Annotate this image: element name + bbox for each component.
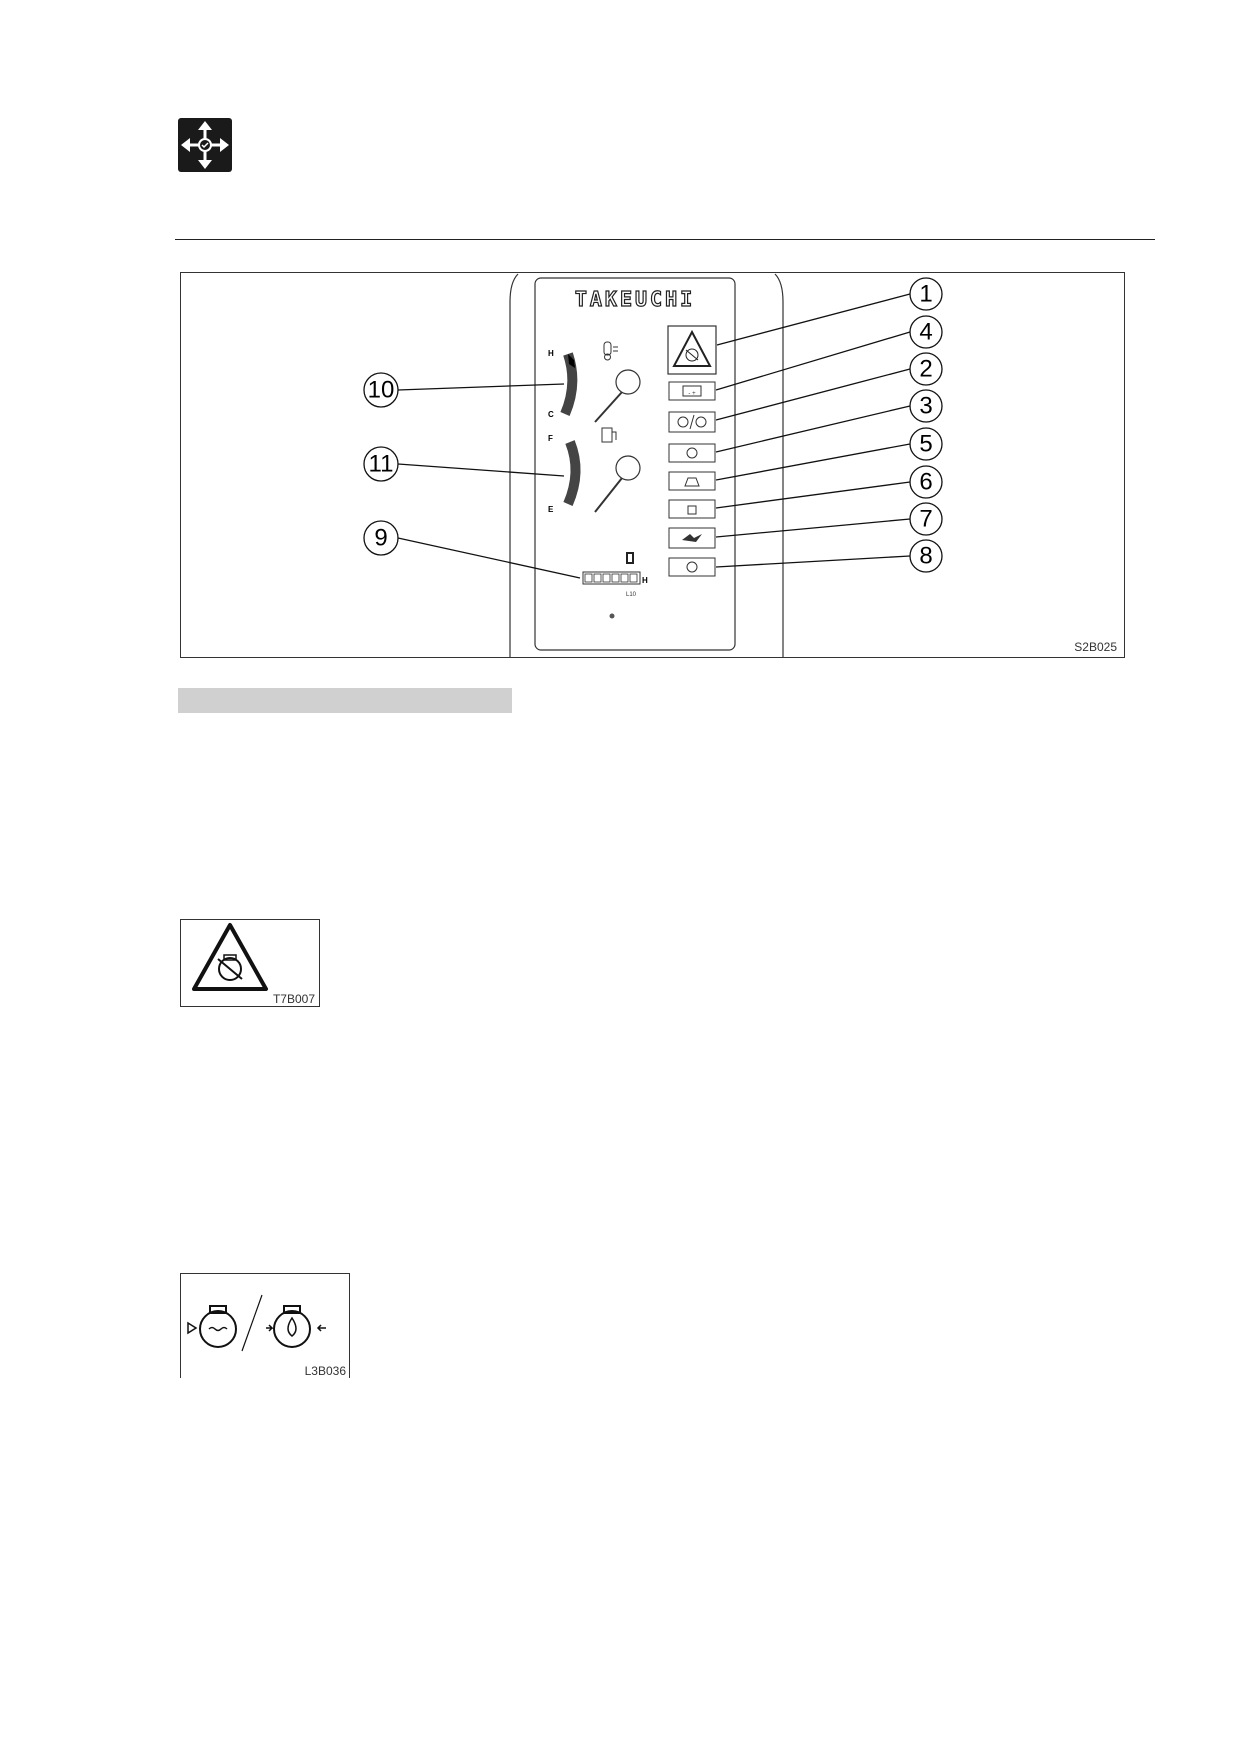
callout-1: 1 — [919, 281, 932, 308]
figure-code-warning: T7B007 — [273, 992, 315, 1006]
warning-lamp-column: - + — [667, 325, 717, 577]
warning-symbol-figure: T7B007 — [180, 919, 320, 1007]
left-callouts — [363, 372, 581, 579]
callout-5: 5 — [919, 431, 932, 458]
fuel-gauge-e-label: E — [548, 505, 554, 514]
figure-code-main: S2B025 — [1074, 640, 1117, 654]
callout-2: 2 — [919, 356, 932, 383]
hour-meter-code: L10 — [626, 592, 637, 598]
thermometer-icon — [603, 341, 618, 361]
header-rule — [175, 239, 1155, 240]
engine-symbol-figure: L3B036 — [180, 1273, 350, 1378]
figure-code-engine: L3B036 — [305, 1364, 347, 1378]
callout-8: 8 — [919, 543, 932, 570]
fuel-gauge-f-label: F — [548, 434, 553, 443]
callout-4: 4 — [919, 319, 932, 346]
callout-9: 9 — [374, 525, 387, 552]
fuel-pump-icon — [601, 427, 617, 443]
instrument-panel-figure: TAKEUCHI H C F E — [180, 272, 1125, 658]
callout-3: 3 — [919, 393, 932, 420]
coolant-temp-gauge: H C — [548, 341, 641, 423]
temp-gauge-c-label: C — [548, 410, 554, 419]
move-arrows-icon — [178, 118, 232, 172]
fuel-level-gauge: F E — [548, 427, 641, 514]
temp-gauge-h-label: H — [548, 349, 554, 358]
callout-6: 6 — [919, 469, 932, 496]
coolant-oil-engine-icon — [187, 1294, 326, 1352]
hour-meter: H L10 — [582, 552, 648, 619]
caption-bar — [178, 688, 512, 713]
callout-11: 11 — [369, 451, 394, 478]
warning-triangle-engine-icon — [192, 923, 268, 991]
svg-text:- +: - + — [688, 391, 696, 397]
callout-10: 10 — [368, 377, 395, 404]
hour-meter-unit: H — [642, 576, 648, 585]
callout-7: 7 — [919, 506, 932, 533]
right-callouts — [715, 277, 943, 573]
brand-logo-text: TAKEUCHI — [575, 287, 695, 311]
